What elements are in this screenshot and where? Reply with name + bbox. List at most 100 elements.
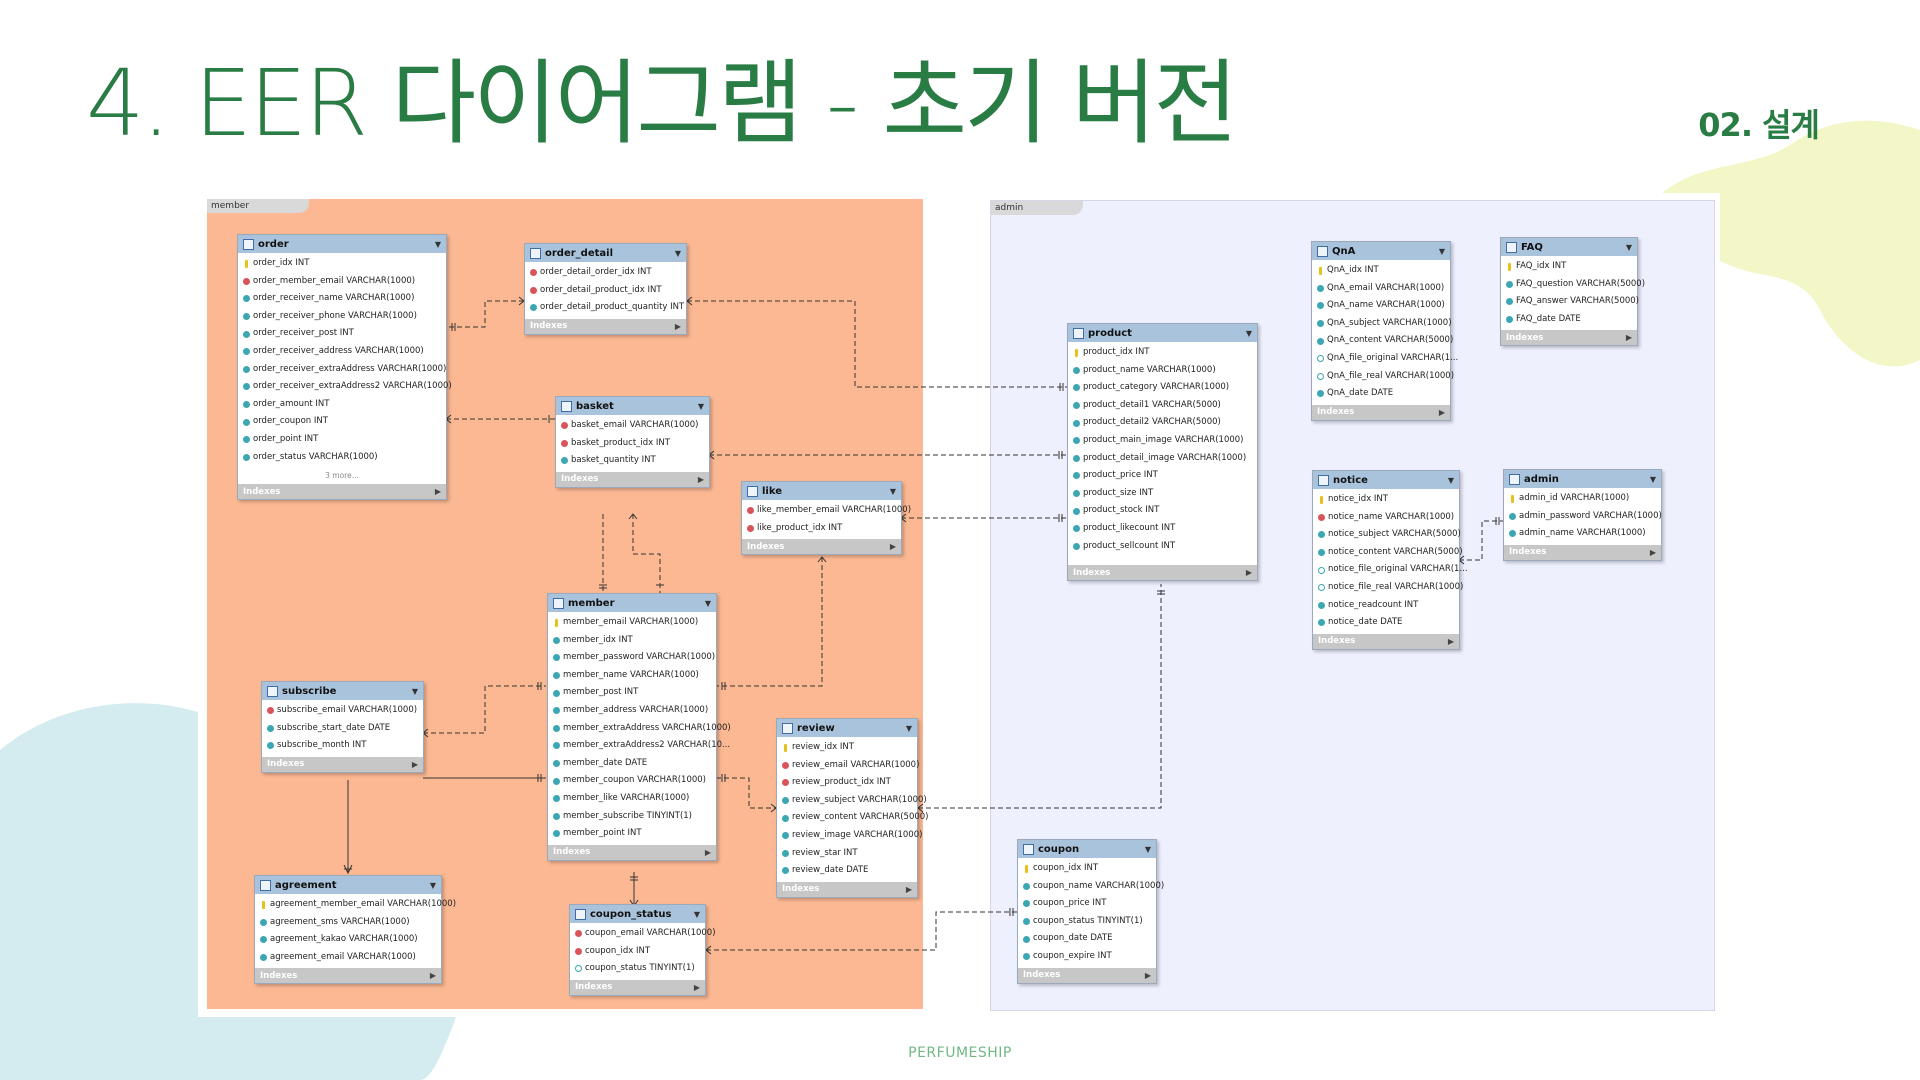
collapse-arrow-icon[interactable]: ▼ [1438,246,1445,256]
column-row[interactable]: FAQ_question VARCHAR(5000) [1501,276,1645,294]
collapse-arrow-icon[interactable]: ▼ [905,723,912,733]
column-row[interactable]: basket_email VARCHAR(1000) [556,417,709,435]
column-row[interactable]: order_point INT [238,431,446,449]
collapse-arrow-icon[interactable]: ▼ [429,880,436,890]
column-row[interactable]: like_product_idx INT [742,520,901,538]
collapse-arrow-icon[interactable]: ▼ [693,909,700,919]
column-row[interactable]: member_password VARCHAR(1000) [548,649,716,667]
column-row[interactable]: QnA_content VARCHAR(5000) [1312,332,1453,350]
column-row[interactable]: QnA_email VARCHAR(1000) [1312,280,1450,298]
column-row[interactable]: member_email VARCHAR(1000) [548,614,716,632]
column-row[interactable]: review_star INT [777,845,917,863]
column-row[interactable]: QnA_date DATE [1312,385,1450,403]
column-row[interactable]: product_name VARCHAR(1000) [1068,362,1257,380]
column-row[interactable]: order_detail_product_quantity INT [525,299,686,317]
column-row[interactable]: QnA_file_real VARCHAR(1000) [1312,368,1454,386]
table-order-detail[interactable]: order_detail▼ order_detail_order_idx INT… [524,243,687,335]
column-row[interactable]: member_like VARCHAR(1000) [548,790,716,808]
column-row[interactable]: member_coupon VARCHAR(1000) [548,772,716,790]
column-row[interactable]: product_stock INT [1068,502,1257,520]
column-row[interactable]: review_date DATE [777,862,917,880]
column-row[interactable]: member_subscribe TINYINT(1) [548,808,716,826]
column-row[interactable]: order_coupon INT [238,413,446,431]
column-row[interactable]: order_receiver_post INT [238,325,446,343]
column-row[interactable]: order_amount INT [238,396,446,414]
column-row[interactable]: order_status VARCHAR(1000) [238,449,446,467]
column-row[interactable]: coupon_price INT [1018,895,1156,913]
column-row[interactable]: QnA_subject VARCHAR(1000) [1312,315,1452,333]
indexes-bar[interactable]: Indexes▶ [525,318,686,334]
column-row[interactable]: product_detail2 VARCHAR(5000) [1068,414,1257,432]
column-row[interactable]: coupon_email VARCHAR(1000) [570,925,716,943]
indexes-bar[interactable]: Indexes▶ [255,968,441,984]
indexes-bar[interactable]: Indexes▶ [570,979,705,995]
column-row[interactable]: member_date DATE [548,755,716,773]
column-row[interactable]: coupon_date DATE [1018,930,1156,948]
indexes-bar[interactable]: Indexes▶ [1018,967,1156,983]
column-row[interactable]: order_receiver_address VARCHAR(1000) [238,343,446,361]
column-row[interactable]: product_size INT [1068,485,1257,503]
column-row[interactable]: product_main_image VARCHAR(1000) [1068,432,1257,450]
indexes-bar[interactable]: Indexes▶ [1504,544,1661,560]
column-row[interactable]: product_detail1 VARCHAR(5000) [1068,397,1257,415]
collapse-arrow-icon[interactable]: ▼ [889,486,896,496]
indexes-bar[interactable]: Indexes▶ [556,471,709,487]
column-row[interactable]: like_member_email VARCHAR(1000) [742,502,911,520]
collapse-arrow-icon[interactable]: ▼ [1625,242,1632,252]
indexes-bar[interactable]: Indexes▶ [742,539,901,555]
column-row[interactable]: member_idx INT [548,632,716,650]
column-row[interactable]: member_extraAddress2 VARCHAR(10... [548,737,730,755]
column-row[interactable]: QnA_file_original VARCHAR(1... [1312,350,1458,368]
column-row[interactable]: agreement_sms VARCHAR(1000) [255,914,441,932]
column-row[interactable]: notice_subject VARCHAR(5000) [1313,526,1461,544]
column-row[interactable]: notice_readcount INT [1313,597,1459,615]
column-row[interactable]: review_email VARCHAR(1000) [777,757,919,775]
column-row[interactable]: product_idx INT [1068,344,1257,362]
collapse-arrow-icon[interactable]: ▼ [674,248,681,258]
column-row[interactable]: product_category VARCHAR(1000) [1068,379,1257,397]
collapse-arrow-icon[interactable]: ▼ [1649,474,1656,484]
column-row[interactable]: member_address VARCHAR(1000) [548,702,716,720]
column-row[interactable]: coupon_name VARCHAR(1000) [1018,878,1164,896]
table-admin[interactable]: admin▼ admin_id VARCHAR(1000)admin_passw… [1503,469,1662,561]
column-row[interactable]: product_likecount INT [1068,520,1257,538]
column-row[interactable]: member_point INT [548,825,716,843]
column-row[interactable]: QnA_idx INT [1312,262,1450,280]
table-member[interactable]: member▼ member_email VARCHAR(1000)member… [547,593,731,861]
indexes-bar[interactable]: Indexes▶ [262,756,423,772]
column-row[interactable]: FAQ_idx INT [1501,258,1637,276]
column-row[interactable]: coupon_idx INT [1018,860,1156,878]
collapse-arrow-icon[interactable]: ▼ [1447,475,1454,485]
column-row[interactable]: notice_idx INT [1313,491,1459,509]
collapse-arrow-icon[interactable]: ▼ [1144,844,1151,854]
column-row[interactable]: order_detail_product_idx INT [525,282,686,300]
column-row[interactable]: order_idx INT [238,255,446,273]
column-row[interactable]: member_name VARCHAR(1000) [548,667,716,685]
table-like[interactable]: like▼ like_member_email VARCHAR(1000)lik… [741,481,911,556]
column-row[interactable]: notice_file_real VARCHAR(1000) [1313,579,1463,597]
column-row[interactable]: agreement_email VARCHAR(1000) [255,949,441,967]
indexes-bar[interactable]: Indexes▶ [1312,404,1450,420]
more-columns-label[interactable]: 3 more... [325,471,359,481]
indexes-bar[interactable]: Indexes▶ [1313,633,1459,649]
column-row[interactable]: notice_date DATE [1313,614,1459,632]
column-row[interactable]: admin_name VARCHAR(1000) [1504,525,1661,543]
collapse-arrow-icon[interactable]: ▼ [434,239,441,249]
column-row[interactable]: FAQ_date DATE [1501,311,1637,329]
column-row[interactable]: agreement_kakao VARCHAR(1000) [255,931,441,949]
column-row[interactable]: review_subject VARCHAR(1000) [777,792,927,810]
column-row[interactable]: subscribe_email VARCHAR(1000) [262,702,423,720]
column-row[interactable]: basket_product_idx INT [556,435,709,453]
column-row[interactable]: notice_name VARCHAR(1000) [1313,509,1459,527]
column-row[interactable]: review_content VARCHAR(5000) [777,809,929,827]
table-subscribe[interactable]: subscribe▼ subscribe_email VARCHAR(1000)… [261,681,424,773]
table-coupon-status[interactable]: coupon_status▼ coupon_email VARCHAR(1000… [569,904,716,996]
indexes-bar[interactable]: Indexes▶ [1068,565,1257,581]
column-row[interactable]: order_receiver_name VARCHAR(1000) [238,290,446,308]
table-basket[interactable]: basket▼ basket_email VARCHAR(1000)basket… [555,396,710,488]
column-row[interactable]: subscribe_month INT [262,737,423,755]
